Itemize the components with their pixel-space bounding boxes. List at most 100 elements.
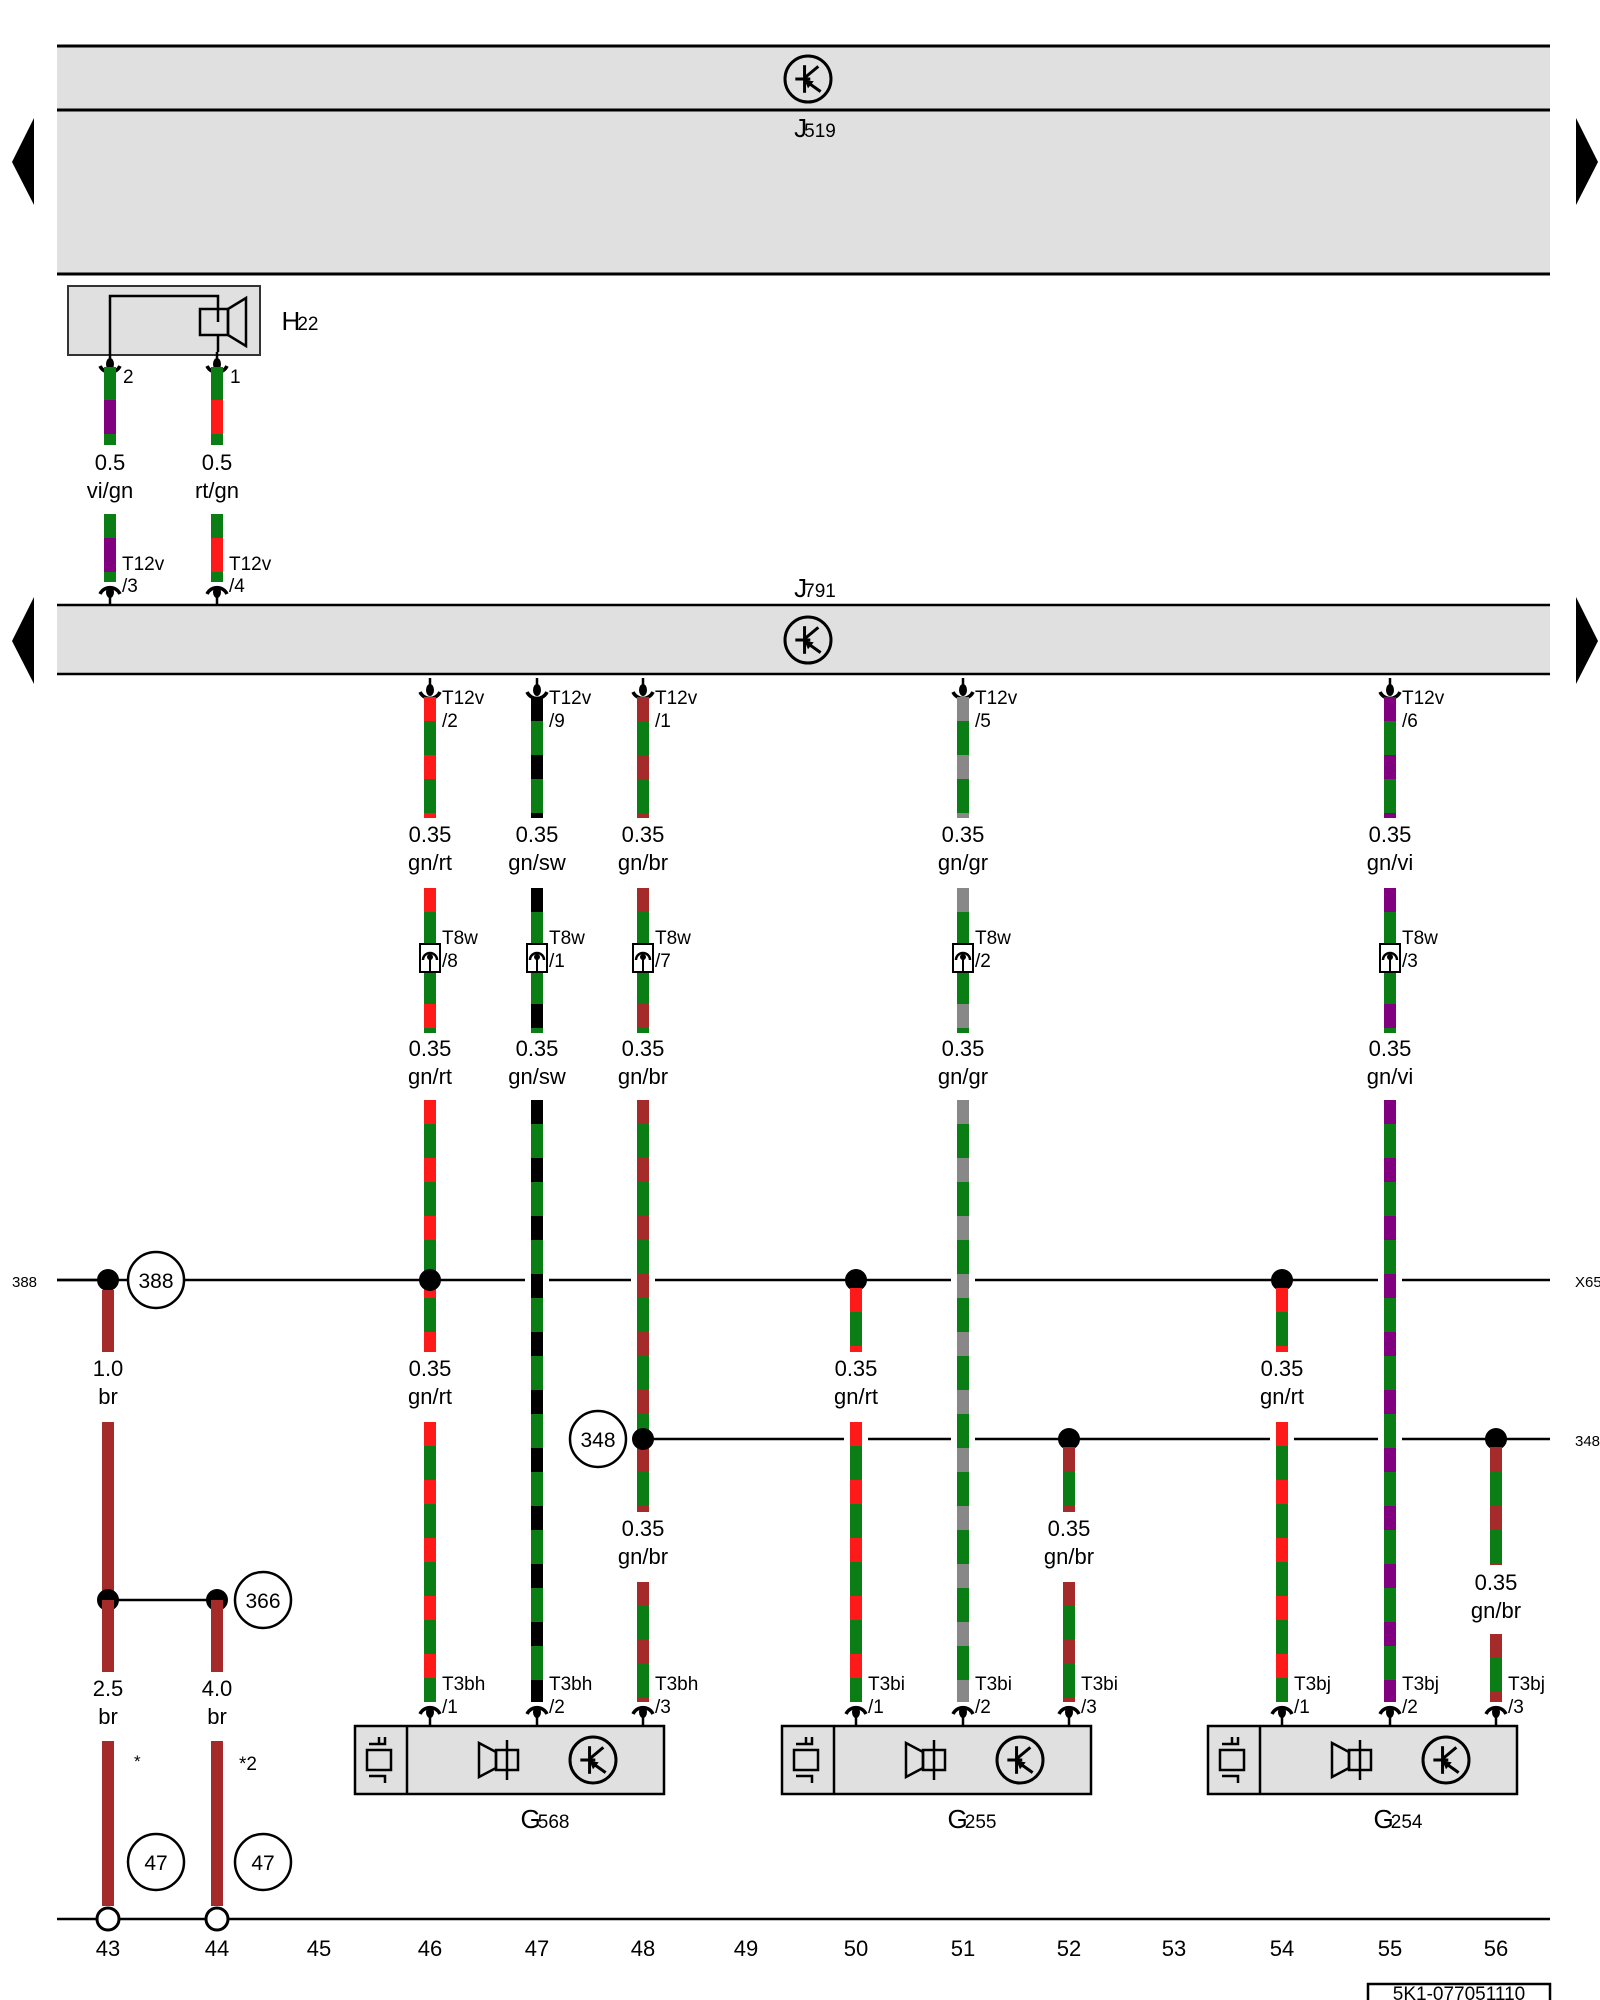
- wire-50-b: [850, 1422, 862, 1702]
- wire-47-c: [531, 1100, 543, 1702]
- wire-size-label: 0.5: [202, 450, 233, 475]
- wire-size-label: 0.35: [1369, 1036, 1412, 1061]
- wire-56-a: [1490, 1447, 1502, 1565]
- wire-55-c: [1384, 1100, 1396, 1702]
- wire-size-label: 0.35: [942, 1036, 985, 1061]
- connector-pin-label: /8: [442, 951, 458, 972]
- wire-52-a: [1063, 1447, 1075, 1512]
- connector-pin-label: /2: [975, 1697, 991, 1718]
- connector-pin-label: /3: [122, 576, 138, 597]
- ref-circle-388-label: 388: [138, 1270, 173, 1293]
- j791-control-icon: [783, 615, 833, 665]
- connector-pin-label: /1: [442, 1697, 458, 1718]
- connector-label: T12v: [655, 688, 698, 709]
- wire-color-label: gn/br: [1471, 1598, 1521, 1623]
- connector-label: T12v: [1402, 688, 1445, 709]
- g568-oscillator-icon: [365, 1737, 393, 1783]
- connector-pin-label: /3: [655, 1697, 671, 1718]
- footnote-marker: *2: [239, 1754, 257, 1775]
- wire-color-label: gn/rt: [408, 850, 452, 875]
- continue-left-arrow-icon: [12, 118, 34, 205]
- t12v-pin-icon: [525, 678, 549, 701]
- connector-label: T12v: [549, 688, 592, 709]
- wire-46-a: [424, 697, 436, 818]
- ref-circle-388: [126, 1250, 186, 1310]
- connector-pin-label: /3: [1081, 1697, 1097, 1718]
- wire-51-a: [957, 697, 969, 818]
- wire-size-label: 0.35: [622, 822, 665, 847]
- ref-circle-47a-label: 47: [144, 1852, 167, 1875]
- module-g254: [1206, 1724, 1519, 1796]
- column-number-50: 50: [844, 1936, 868, 1961]
- splice-node-56: [1485, 1428, 1507, 1450]
- connector-label: T3bj: [1402, 1674, 1439, 1695]
- wire-color-label: gn/vi: [1367, 850, 1413, 875]
- connector-label: T8w: [1402, 928, 1438, 949]
- connector-pin-label: /3: [1402, 951, 1418, 972]
- wire-50-a: [850, 1288, 862, 1352]
- ground-wire-3b: [211, 1741, 223, 1906]
- column-number-47: 47: [525, 1936, 549, 1961]
- g568-label: G568: [521, 1804, 570, 1834]
- column-number-54: 54: [1270, 1936, 1294, 1961]
- j519-control-icon: [783, 54, 833, 104]
- g254-control-icon: [1421, 1735, 1471, 1785]
- t12v-pin-icon: [631, 678, 655, 701]
- wire-color-label: gn/sw: [508, 1064, 566, 1089]
- j519-label: J519: [794, 113, 836, 143]
- connector-label: T12v: [975, 688, 1018, 709]
- connector-pin-label: /3: [1508, 1697, 1524, 1718]
- connector-label: T12v: [442, 688, 485, 709]
- column-number-53: 53: [1162, 1936, 1186, 1961]
- t3-pin-icon: [844, 1705, 868, 1726]
- connector-pin-label: /1: [655, 711, 671, 732]
- connector-label: T3bj: [1508, 1674, 1545, 1695]
- wire-size-label: 0.35: [1475, 1570, 1518, 1595]
- wire-size-label: 1.0: [93, 1356, 124, 1381]
- column-number-46: 46: [418, 1936, 442, 1961]
- wire-48-d: [637, 1582, 649, 1702]
- connector-label: T3bi: [975, 1674, 1012, 1695]
- ground-point-44: [204, 1906, 230, 1932]
- connector-label: T3bh: [549, 1674, 592, 1695]
- ground-wire-2b: [102, 1741, 114, 1906]
- t3-pin-icon: [951, 1705, 975, 1726]
- t12v-pin-icon: [98, 585, 122, 606]
- ref-circle-366: [233, 1570, 293, 1630]
- wire-size-label: 0.35: [1369, 822, 1412, 847]
- line-label-388: 388: [12, 1274, 37, 1291]
- g568-control-icon: [568, 1735, 618, 1785]
- h22-label: H22: [282, 306, 319, 336]
- splice-node-46: [419, 1269, 441, 1291]
- continue-right-arrow-icon: [1576, 118, 1598, 205]
- g254-label: G254: [1374, 1804, 1423, 1834]
- column-number-55: 55: [1378, 1936, 1402, 1961]
- wire-56-b: [1490, 1634, 1502, 1702]
- wire-51-c: [957, 1100, 969, 1702]
- wire-size-label: 0.35: [622, 1036, 665, 1061]
- g255-label: G255: [948, 1804, 997, 1834]
- ref-circle-47a: [126, 1832, 186, 1892]
- connector-label: T8w: [655, 928, 691, 949]
- wire-54-a: [1276, 1288, 1288, 1352]
- ground-point-43: [95, 1906, 121, 1932]
- connector-label: T3bh: [442, 1674, 485, 1695]
- connector-pin-label: /7: [655, 951, 671, 972]
- connector-pin-label: /4: [229, 576, 245, 597]
- t8w-connector-icon: [1379, 943, 1401, 973]
- h22-wire-lower: [104, 514, 116, 582]
- wire-color-label: br: [207, 1704, 227, 1729]
- wire-size-label: 0.35: [1048, 1516, 1091, 1541]
- splice-node-54: [1271, 1269, 1293, 1291]
- ref-circle-47b-label: 47: [251, 1852, 274, 1875]
- wire-52-b: [1063, 1582, 1075, 1702]
- splice-node-48: [632, 1428, 654, 1450]
- ref-circle-348: [568, 1409, 628, 1469]
- line-label-348: 348: [1575, 1433, 1600, 1450]
- connector-pin-label: /6: [1402, 711, 1418, 732]
- g254-speaker-icon: [1330, 1740, 1373, 1780]
- wire-color-label: gn/br: [618, 1544, 668, 1569]
- column-number-45: 45: [307, 1936, 331, 1961]
- connector-label: T8w: [442, 928, 478, 949]
- t3-pin-icon: [1270, 1705, 1294, 1726]
